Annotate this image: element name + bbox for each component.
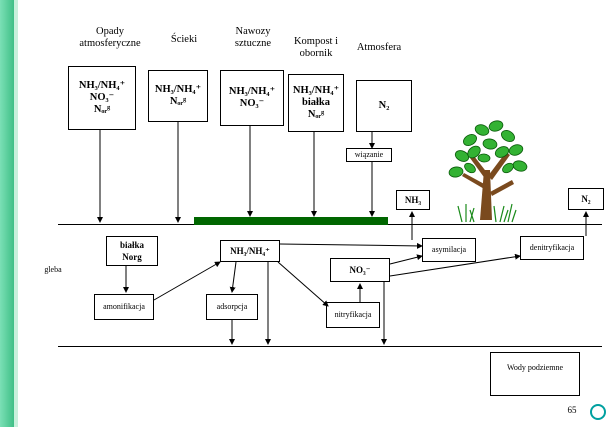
process-wiazanie: wiązanie bbox=[346, 148, 392, 162]
soil-label: gleba bbox=[44, 265, 62, 274]
source-box-atmosfera: N₂ bbox=[356, 80, 412, 132]
no3-box: NO₃⁻ bbox=[330, 258, 390, 282]
source-title-kompost: Kompost i obornik bbox=[293, 36, 339, 59]
arrow-nh-adsorpcja bbox=[229, 261, 237, 293]
n2-gas-box: N₂ bbox=[568, 188, 604, 210]
nh3-gas-box: NH₃ bbox=[396, 190, 430, 210]
page-number: 65 bbox=[567, 405, 577, 415]
left-decor-bar bbox=[0, 0, 14, 427]
nav-circle-icon[interactable] bbox=[590, 404, 606, 420]
source-title-opady: Opady atmosferyczne bbox=[79, 26, 141, 49]
source-title-nawozy: Nawozy sztuczne bbox=[234, 26, 272, 49]
process-amonifikacja: amonifikacja bbox=[94, 294, 154, 320]
process-denitryfikacja: denitryfikacja bbox=[520, 236, 584, 260]
groundwater-line bbox=[58, 346, 602, 347]
process-nitryfikacja: nitryfikacja bbox=[326, 302, 380, 328]
arrow-to-asymilacja bbox=[279, 242, 423, 249]
left-decor-edge bbox=[14, 0, 18, 427]
arrow-no3-asym bbox=[389, 254, 423, 265]
fertilizer-band bbox=[194, 217, 388, 225]
process-asymilacja: asymilacja bbox=[422, 238, 476, 262]
source-box-scieki: NH₃/NH₄⁺ Nₒᵣᵍ bbox=[148, 70, 208, 122]
source-box-opady: NH₃/NH₄⁺ NO₃⁻ Nₒᵣᵍ bbox=[68, 66, 136, 130]
bialka-box: białka Norg bbox=[106, 236, 158, 266]
source-title-scieki: Ścieki bbox=[170, 34, 198, 45]
process-adsorpcja: adsorpcja bbox=[206, 294, 258, 320]
arrow-nh-nitryf bbox=[277, 261, 329, 307]
tree-icon bbox=[448, 120, 528, 223]
groundwater-box: Wody podziemne bbox=[490, 352, 580, 396]
source-box-kompost: NH₃/NH₄⁺ białka Nₒᵣᵍ bbox=[288, 74, 344, 132]
source-title-atmosfera: Atmosfera bbox=[356, 42, 402, 53]
source-box-nawozy: NH₃/NH₄⁺ NO₃⁻ bbox=[220, 70, 284, 126]
nh3-nh4-box: NH₃/NH₄⁺ bbox=[220, 240, 280, 262]
